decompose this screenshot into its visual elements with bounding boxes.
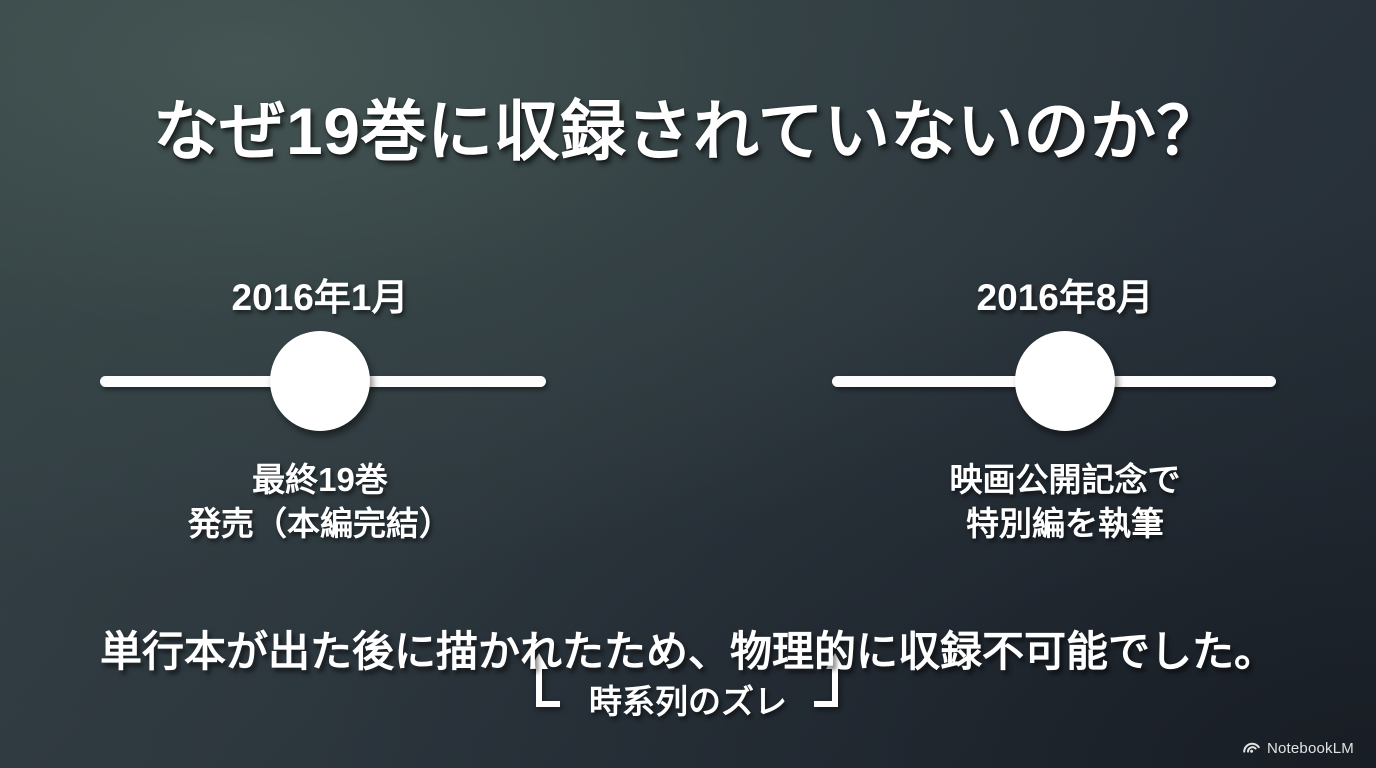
timeline-date-2: 2016年8月 [976, 277, 1154, 318]
timeline-node-1 [270, 331, 370, 431]
timeline: 2016年1月 2016年8月 最終19巻 発売（本編完結） 映画公開記念で 特… [0, 255, 1376, 720]
gap-label: 時系列のズレ [589, 683, 787, 720]
timeline-date-1: 2016年1月 [231, 277, 409, 318]
gap-bracket-right-icon [802, 651, 848, 707]
timeline-caption-2: 映画公開記念で 特別編を執筆 [855, 458, 1275, 546]
notebooklm-watermark-label: NotebookLM [1266, 739, 1354, 757]
timeline-node-2 [1015, 331, 1115, 431]
timeline-caption-2-line2: 特別編を執筆 [966, 504, 1164, 542]
timeline-caption-1-line2: 発売（本編完結） [188, 504, 452, 542]
gap-bracket-left-icon [526, 651, 572, 707]
timeline-caption-1: 最終19巻 発売（本編完結） [110, 458, 530, 546]
summary-statement: 単行本が出た後に描かれたため、物理的に収録不可能でした。 [99, 628, 1276, 675]
notebooklm-spiral-icon [1242, 738, 1261, 758]
timeline-caption-1-line1: 最終19巻 [252, 461, 388, 498]
notebooklm-watermark: NotebookLM [1242, 738, 1354, 758]
timeline-caption-2-line1: 映画公開記念で [949, 461, 1181, 498]
page-title: なぜ19巻に収録されていないのか？ [153, 94, 1223, 168]
